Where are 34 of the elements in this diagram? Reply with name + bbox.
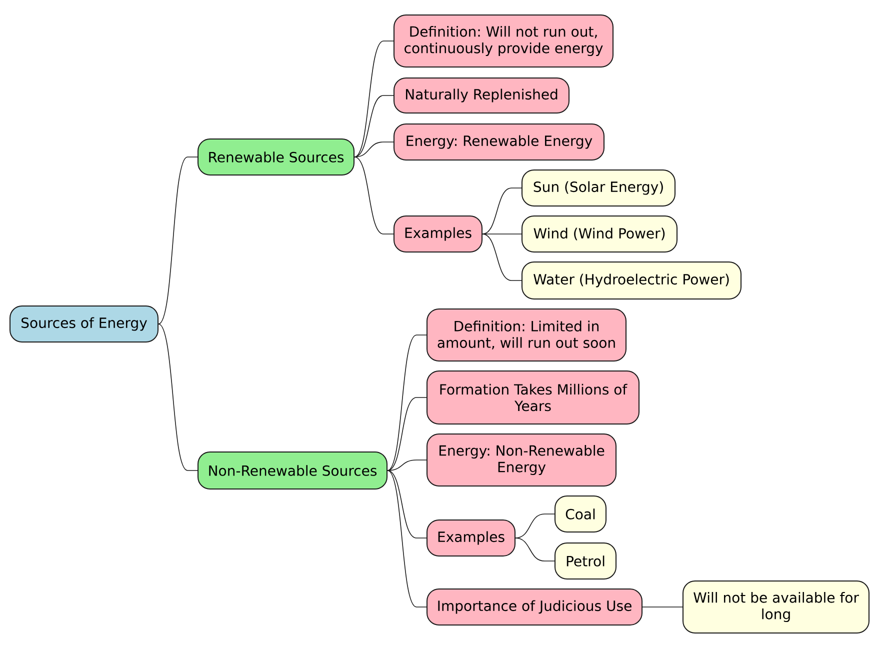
subtopic-box: Definition: Will not run out, continuously provide energy: [394, 14, 614, 68]
central-topic-box: Sources of Energy: [10, 306, 158, 342]
detail-topic-box: Will not be available for long: [682, 580, 870, 634]
subtopic-box: Formation Takes Millions of Years: [426, 370, 640, 424]
connector-line: [482, 234, 522, 281]
connector-line: [515, 538, 555, 562]
connector-line: [642, 606, 683, 608]
detail-topic-box: Sun (Solar Energy): [522, 170, 676, 206]
branch-topic-box: Non-Renewable Sources: [198, 452, 388, 490]
detail-topic-box: Wind (Wind Power): [522, 216, 678, 252]
connector-line: [387, 470, 427, 608]
subtopic-box: Energy: Renewable Energy: [394, 124, 604, 160]
branch-topic-box: Renewable Sources: [198, 138, 354, 176]
connector-line: [387, 397, 427, 471]
connector-line: [354, 156, 394, 234]
detail-topic-box: Water (Hydroelectric Power): [522, 262, 742, 300]
connector-line: [158, 324, 198, 471]
connector-line: [482, 188, 522, 234]
subtopic-box: Examples: [394, 216, 482, 252]
connector-line: [387, 334, 427, 471]
detail-topic-box: Petrol: [554, 542, 616, 580]
connector-line: [354, 95, 394, 158]
connector-line: [387, 460, 427, 471]
detail-topic-box: Coal: [554, 496, 606, 532]
subtopic-box: Naturally Replenished: [394, 78, 570, 114]
subtopic-box: Definition: Limited in amount, will run out soon: [426, 308, 626, 362]
connector-line: [354, 142, 394, 158]
connector-line: [354, 40, 394, 158]
connector-line: [158, 156, 198, 324]
subtopic-box: Importance of Judicious Use: [426, 588, 642, 626]
subtopic-box: Energy: Non-Renewable Energy: [426, 434, 616, 486]
subtopic-box: Examples: [426, 520, 516, 556]
connector-line: [387, 470, 427, 538]
connector-line: [515, 514, 555, 538]
